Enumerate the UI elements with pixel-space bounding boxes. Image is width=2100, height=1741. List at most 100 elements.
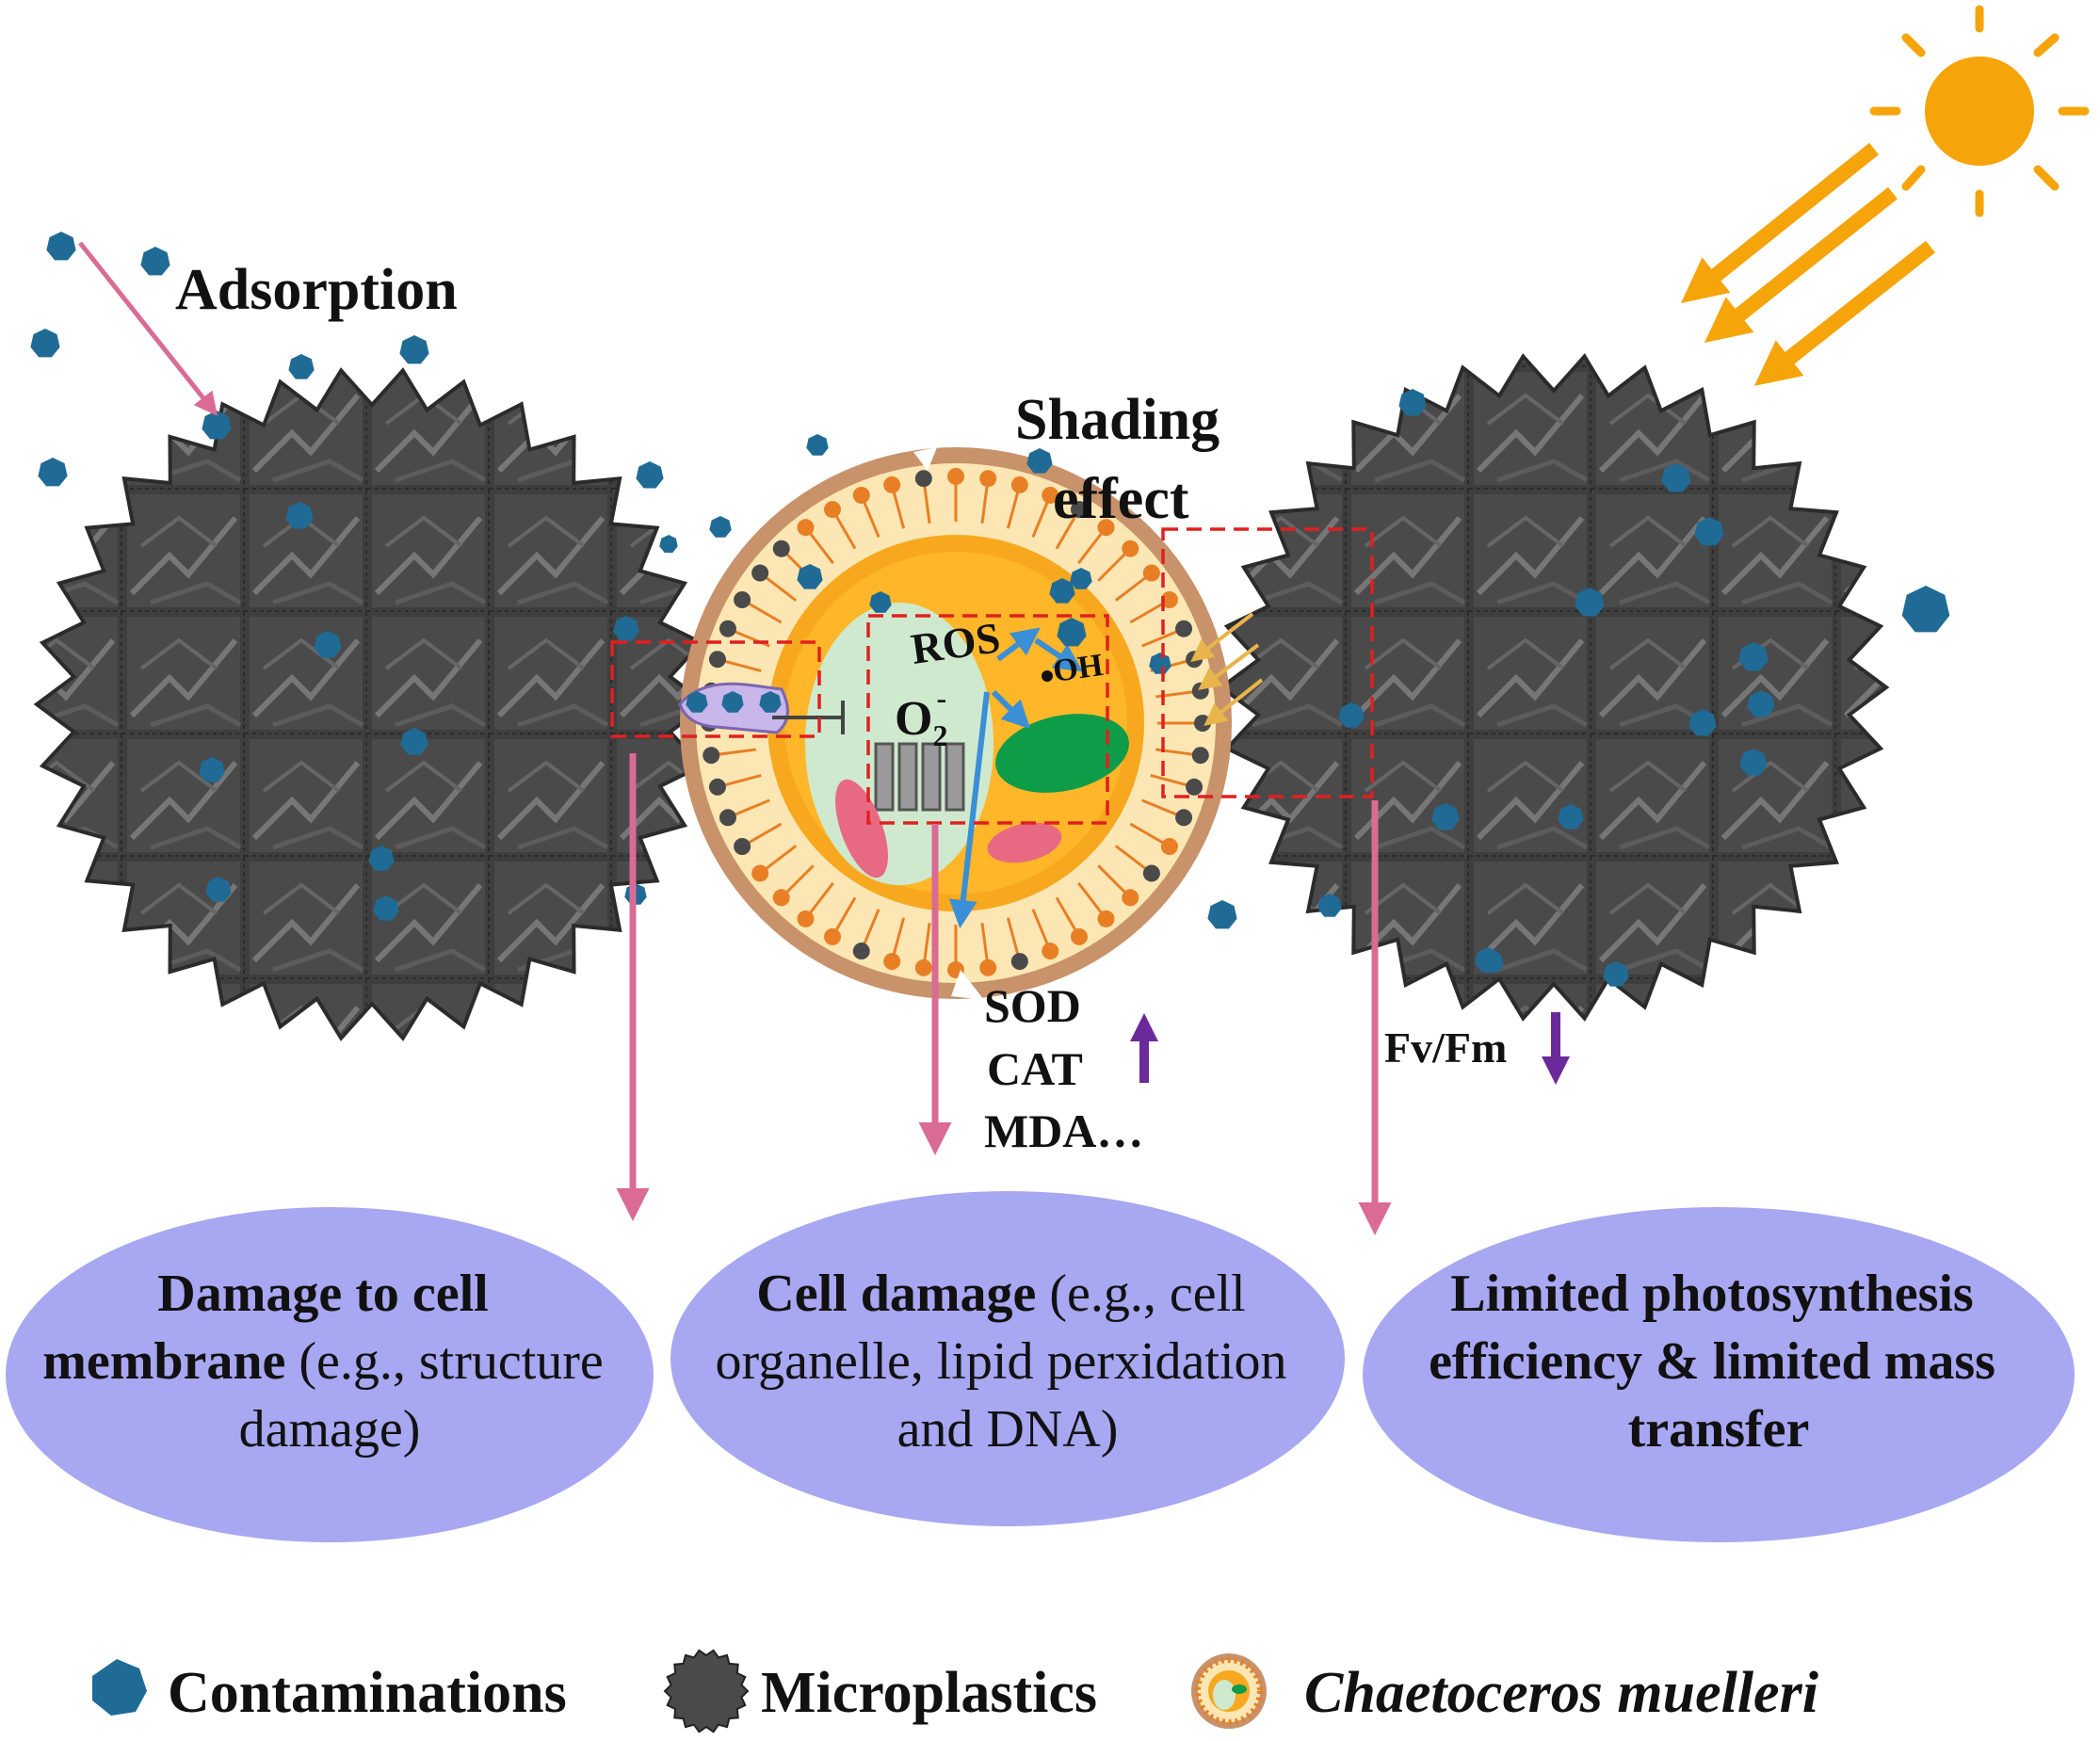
contaminant-particle [1026,448,1053,474]
lipid-head [719,620,736,637]
contaminant-particle [1049,578,1075,604]
chloroplast [995,714,1129,793]
lipid-head [883,953,901,971]
dna-strands [874,742,965,812]
outcome-text-segment: (e.g., structure [285,1332,603,1391]
cell-wall-gap-top [913,447,937,471]
lipid-head [708,778,726,796]
lipid-head [1142,864,1160,882]
shading-label-line2: effect [1053,467,1189,531]
contaminant-particle [38,458,68,487]
organelle-pink-right [987,822,1062,863]
contaminant-particle [1398,389,1427,416]
lipid-head [719,809,736,827]
contaminant-particle [869,591,892,613]
lipid-head [1191,747,1209,765]
outcome-text-segment: organelle, lipid perxidation [715,1332,1286,1391]
cat-label: CAT [987,1042,1083,1095]
contaminant-particle [797,564,823,589]
lipid-head [772,540,790,557]
lipid-head [751,564,769,582]
outcome-photosynthesis: Limited photosynthesis efficiency & limi… [1363,1207,2075,1542]
legend-contaminations-label: Contaminations [168,1661,567,1725]
contaminant-particle [1901,586,1950,633]
contaminant-legend-icon [92,1659,147,1716]
lipid-head [1010,953,1028,971]
outcome-text-segment: (e.g., cell [1036,1265,1245,1323]
contaminant-particle [659,535,678,553]
contaminant-particle [1603,961,1629,987]
outcome-arrows [616,753,1392,1235]
outcome-text-segment: Cell damage [756,1265,1036,1323]
sunlight-rays [1681,142,1935,386]
contaminant-particle [288,354,315,379]
outcome-1-line-2: membrane (e.g., structure [42,1332,604,1391]
outcome-2-line-1: Cell damage (e.g., cell [756,1265,1245,1323]
contaminant-particle [613,616,639,641]
lipid-head [824,501,841,519]
lipid-head [708,651,726,669]
microplastic-particle-left [33,367,711,1041]
contaminant-particle [1317,894,1342,917]
svg-text:Cell damage (e.g., cell: Cell damage (e.g., cell organelle, lipid… [715,1265,1300,1459]
outcome-text-segment: transfer [1628,1400,1810,1459]
lipid-head [883,476,901,493]
lipid-head [751,864,769,882]
lipid-head [1122,540,1139,557]
outcome-text-segment: and DNA) [897,1400,1119,1459]
lipid-head [914,470,932,488]
lipid-head [824,927,841,945]
contaminant-particle [1338,702,1365,728]
contaminant-particle [285,502,314,529]
outcome-3-line-1: Limited photosynthesis [1450,1265,1973,1323]
highlight-boxes [610,527,1374,825]
lipid-head [1175,620,1193,637]
contaminant-particle [721,691,744,713]
radical-dot [1042,670,1053,682]
contaminant-particle [30,329,60,358]
contaminant-particle [806,434,829,456]
lipid-head [1042,943,1059,960]
lipid-head [1186,778,1203,796]
contaminant-particle [373,895,399,921]
ros-arrows [948,627,1083,928]
hydroxyl-label: OH [1051,648,1106,689]
adsorption-arrow [78,241,218,416]
contaminant-particle [709,516,732,538]
lipid-head [797,519,815,537]
outcome-3-line-3: transfer [1628,1400,1810,1459]
contaminant-particle [314,631,342,658]
lipid-head [914,959,932,976]
contaminant-particle [202,411,232,440]
lipid-head [1010,476,1028,493]
sod-label: SOD [984,979,1081,1032]
lipid-head [1097,519,1115,537]
lipid-head [979,959,997,976]
outcome-text-segment: damage) [239,1400,421,1459]
trend-arrows [1130,1012,1570,1085]
algal-cell-legend-icon [1191,1653,1267,1729]
contaminant-particle [1070,568,1092,589]
contaminant-particle [1057,618,1087,647]
lipid-head [1160,838,1178,855]
shading-label-line1: Shading [1015,388,1220,452]
svg-text:Limited photosynthesis e: Limited photosynthesis efficiency & limi… [1429,1265,2009,1459]
contaminant-particle [1431,803,1460,830]
outcome-text-segment: Damage to cell [157,1265,488,1323]
contaminant-particle [1481,951,1504,973]
legend: Contaminations Microplastics Chaetoceros… [92,1649,1818,1733]
contaminant-particle [1149,653,1171,674]
shading-light-arrows [1190,612,1264,726]
outcome-text-segment: efficiency & limited mass [1429,1332,1995,1391]
lipid-head [1122,889,1139,907]
contaminant-particle [686,691,708,713]
contaminant-particle [368,846,395,871]
outcome-3-line-2: efficiency & limited mass [1429,1332,1995,1391]
outcome-cell-damage: Cell damage (e.g., cell organelle, lipid… [670,1191,1345,1526]
lipid-head [1071,927,1088,945]
lipid-head [1175,809,1193,827]
legend-organism-label: Chaetoceros muelleri [1304,1661,1818,1725]
contaminant-particle [199,757,225,782]
legend-microplastics: Microplastics [663,1649,1097,1733]
